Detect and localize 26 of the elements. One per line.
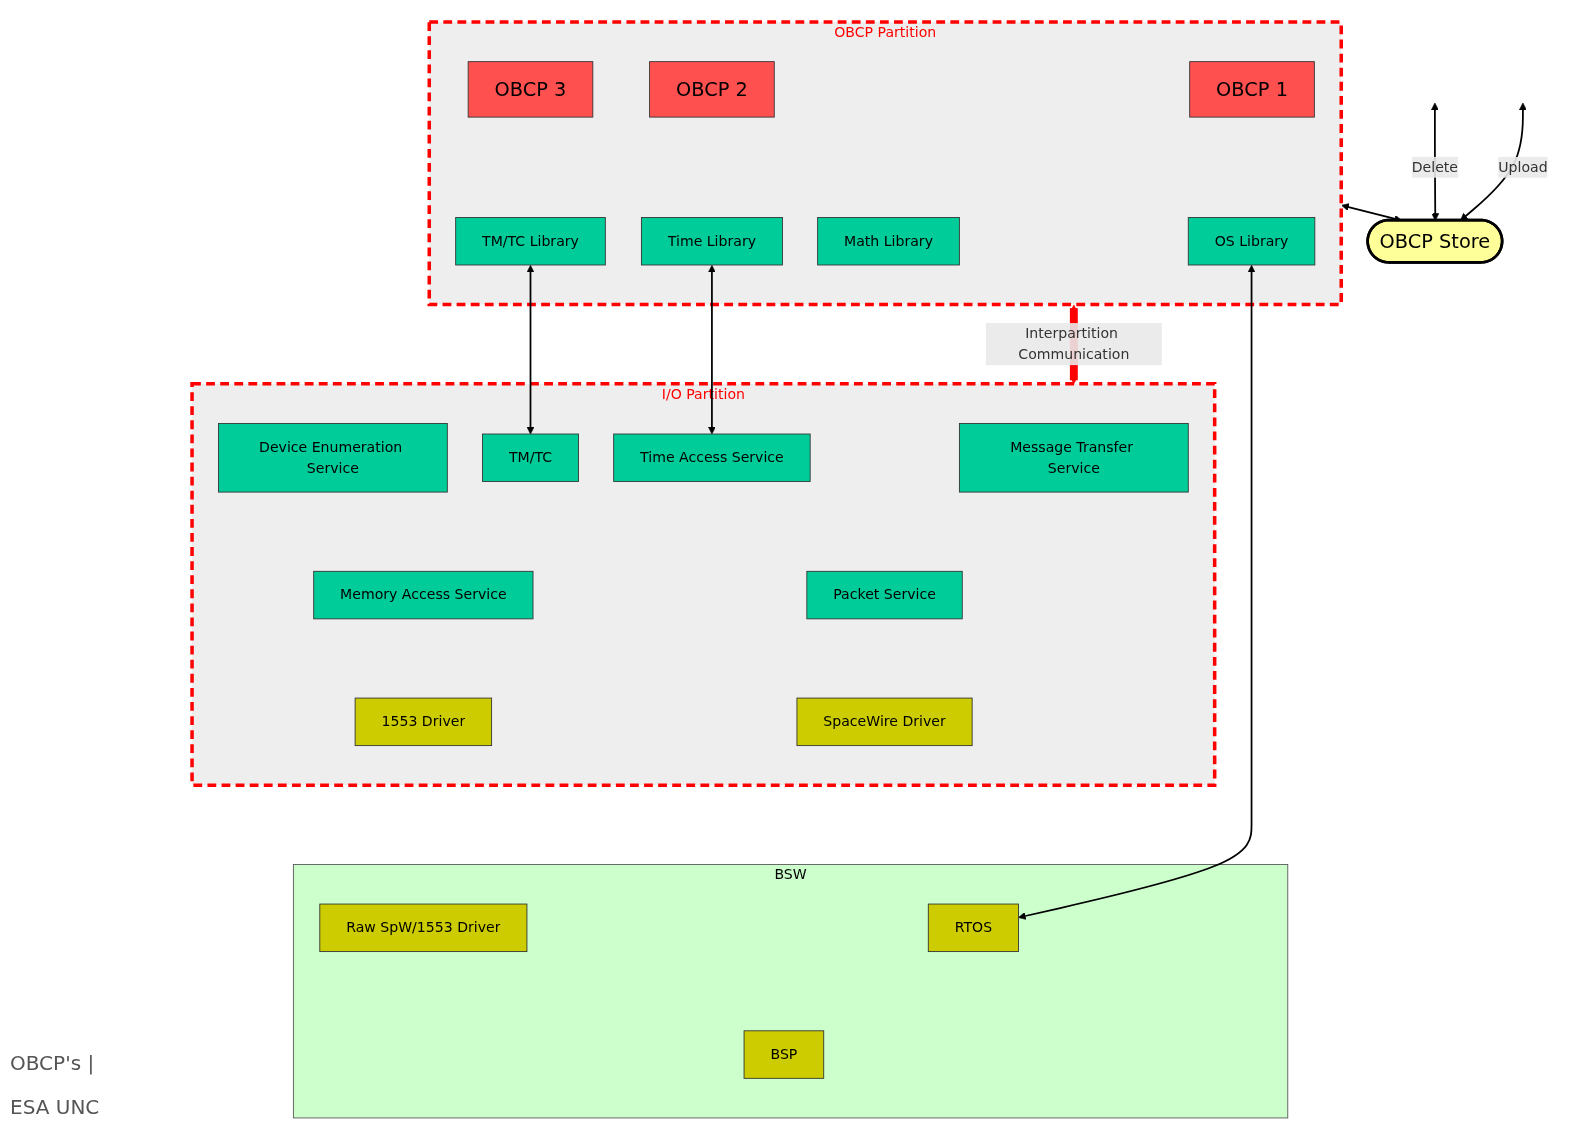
footer-text: OBCP's | [10, 1051, 96, 1075]
edge-label: Delete [1412, 157, 1459, 175]
edge-label: Interpartition Communication [1018, 324, 1130, 363]
arrow [1018, 264, 1256, 920]
edge-label: Upload [1498, 157, 1548, 175]
node-box: OBCP 3 [468, 60, 594, 118]
node-box: RTOS [928, 903, 1020, 952]
node-box: 1553 Driver [355, 697, 493, 746]
node-box: Device Enumeration Service [218, 422, 449, 493]
node-box: TM/TC [482, 433, 580, 482]
arrow [708, 264, 717, 434]
node-box: Time Access Service [613, 433, 811, 482]
node-box: Memory Access Service [313, 570, 534, 619]
node-box: OBCP 1 [1189, 60, 1316, 118]
arrow [526, 264, 535, 434]
node-box: Packet Service [806, 570, 963, 619]
node-box: OBCP 2 [649, 60, 775, 118]
node-box: OS Library [1188, 216, 1316, 265]
node-box: Math Library [817, 216, 961, 265]
node-box: Message Transfer Service [959, 422, 1189, 493]
node-box: Time Library [641, 216, 784, 265]
node-box: Raw SpW/1553 Driver [319, 903, 528, 952]
node-box: BSP [743, 1029, 825, 1079]
footer-text: ESA UNC [10, 1095, 101, 1119]
node-box: SpaceWire Driver [796, 697, 973, 746]
node-box: TM/TC Library [455, 216, 607, 265]
